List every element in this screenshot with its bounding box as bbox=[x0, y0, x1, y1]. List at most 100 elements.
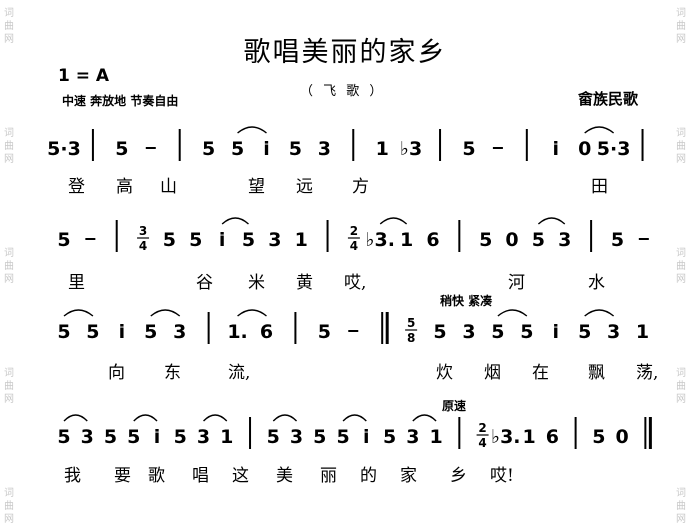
slur bbox=[379, 217, 408, 225]
lyric-char: 这 bbox=[232, 466, 249, 486]
lyric-char: 谷 bbox=[196, 273, 213, 293]
watermark-char: 曲 bbox=[676, 261, 686, 272]
watermark-char: 网 bbox=[676, 154, 686, 165]
slur bbox=[63, 414, 88, 422]
lyric-char: 远 bbox=[296, 177, 313, 197]
note: 5 bbox=[479, 229, 492, 251]
slur bbox=[237, 126, 267, 134]
watermark-char: 网 bbox=[4, 274, 14, 285]
song-title: 歌唱美丽的家乡 bbox=[243, 37, 447, 68]
note: 5·3 bbox=[597, 138, 631, 160]
watermark-char: 词 bbox=[4, 488, 14, 499]
watermark-char: 词 bbox=[676, 248, 686, 259]
slur bbox=[133, 414, 158, 422]
watermark-char: 词 bbox=[676, 368, 686, 379]
watermark-char: 网 bbox=[676, 394, 686, 405]
slur bbox=[342, 414, 367, 422]
watermark-char: 词 bbox=[676, 8, 686, 19]
note: 6 bbox=[546, 426, 559, 448]
lyric-char: 我 bbox=[64, 466, 81, 486]
slur bbox=[63, 309, 94, 317]
lyric-char: 飘 bbox=[588, 363, 605, 383]
lyric-char: 黄 bbox=[296, 273, 313, 293]
watermark-char: 曲 bbox=[4, 141, 14, 152]
note: 1 bbox=[429, 426, 442, 448]
lyric-char: 的 bbox=[360, 466, 377, 486]
time-signature: 4 bbox=[350, 239, 358, 253]
note: i bbox=[363, 426, 370, 448]
lyric-char: 米 bbox=[248, 273, 265, 293]
lyric-char: 炊 bbox=[436, 363, 453, 383]
note: 5 bbox=[532, 229, 545, 251]
song-source: 畲族民歌 bbox=[578, 90, 639, 108]
slur bbox=[584, 309, 615, 317]
note: i bbox=[263, 138, 270, 160]
lyric-char: 向 bbox=[108, 363, 125, 383]
note: 5 bbox=[433, 321, 446, 343]
lyrics-row-3: 向东流,炊烟在飘荡, bbox=[0, 358, 690, 383]
note: 1 bbox=[400, 229, 413, 251]
note: 3 bbox=[406, 426, 419, 448]
original-tempo-marking: 原速 bbox=[442, 399, 467, 413]
watermark-char: 网 bbox=[676, 274, 686, 285]
note: 5 bbox=[202, 138, 215, 160]
watermark-char: 网 bbox=[4, 394, 14, 405]
slur bbox=[584, 126, 615, 134]
watermark-char: 网 bbox=[4, 514, 14, 525]
note: 5 bbox=[289, 138, 302, 160]
note: ♭3. bbox=[366, 229, 395, 251]
watermark-char: 曲 bbox=[676, 141, 686, 152]
lyric-char: 高 bbox=[116, 177, 133, 197]
note: 5 bbox=[462, 138, 475, 160]
note: 3 bbox=[197, 426, 210, 448]
time-signature: 4 bbox=[139, 239, 147, 253]
note: 1 bbox=[522, 426, 535, 448]
note: i bbox=[219, 229, 226, 251]
note: i bbox=[154, 426, 161, 448]
time-signature: 4 bbox=[478, 436, 486, 450]
watermark-char: 词 bbox=[676, 128, 686, 139]
watermark-char: 网 bbox=[676, 514, 686, 525]
note: 5 bbox=[520, 321, 533, 343]
watermark-char: 曲 bbox=[676, 381, 686, 392]
lyric-char: 哎, bbox=[344, 273, 367, 293]
note: ♭3. bbox=[491, 426, 520, 448]
watermark-char: 曲 bbox=[4, 501, 14, 512]
slur bbox=[237, 309, 267, 317]
note: 1 bbox=[636, 321, 649, 343]
note: i bbox=[552, 138, 559, 160]
note: 6 bbox=[260, 321, 273, 343]
watermark-char: 词 bbox=[4, 8, 14, 19]
note: 3 bbox=[607, 321, 620, 343]
note: 5 bbox=[336, 426, 349, 448]
time-signature: 3 bbox=[139, 224, 147, 238]
note: 5 bbox=[318, 321, 331, 343]
note: 5 bbox=[57, 229, 70, 251]
watermark-char: 曲 bbox=[4, 21, 14, 32]
watermark-char: 曲 bbox=[676, 21, 686, 32]
watermark-char: 曲 bbox=[4, 381, 14, 392]
watermark-char: 曲 bbox=[4, 261, 14, 272]
time-signature: 5 bbox=[407, 316, 415, 330]
note: 5 bbox=[578, 321, 591, 343]
lyric-char: 丽 bbox=[320, 466, 337, 486]
note: 5 bbox=[127, 426, 140, 448]
slur bbox=[497, 309, 528, 317]
slur bbox=[412, 414, 437, 422]
lyrics-row-4: 我要歌唱这美丽的家乡哎! bbox=[0, 461, 690, 486]
watermark-char: 词 bbox=[4, 248, 14, 259]
note: 1. bbox=[227, 321, 247, 343]
note: 3 bbox=[81, 426, 94, 448]
faster-marking: 稍快 紧凑 bbox=[440, 294, 493, 308]
lyric-char: 田 bbox=[591, 177, 608, 197]
note: 5 bbox=[313, 426, 326, 448]
key-signature: 1 = A bbox=[58, 66, 110, 86]
note: 5 bbox=[163, 229, 176, 251]
note: 3 bbox=[290, 426, 303, 448]
lyric-char: 要 bbox=[114, 466, 131, 486]
lyric-char: 荡, bbox=[636, 363, 659, 383]
note: i bbox=[552, 321, 559, 343]
tempo-marking: 中速 奔放地 节奏自由 bbox=[62, 94, 179, 108]
slur bbox=[203, 414, 228, 422]
